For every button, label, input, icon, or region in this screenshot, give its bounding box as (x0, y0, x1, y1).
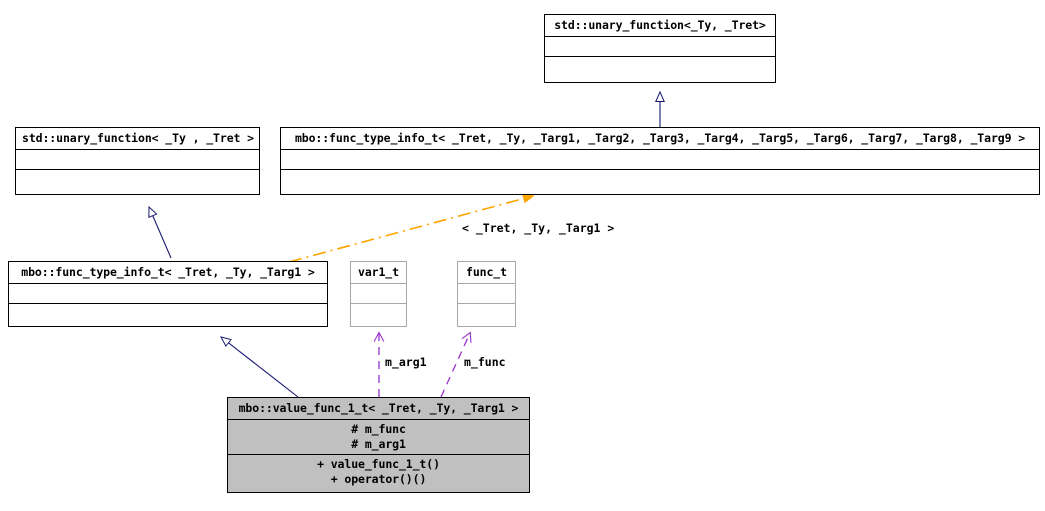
class-operations (281, 170, 1039, 190)
class-node-func-type-info-t-1[interactable]: mbo::func_type_info_t< _Tret, _Ty, _Targ… (8, 261, 328, 327)
class-title: mbo::func_type_info_t< _Tret, _Ty, _Targ… (281, 128, 1039, 150)
class-operations (16, 170, 259, 190)
class-attributes (545, 37, 775, 57)
class-node-func-type-info-t-full[interactable]: mbo::func_type_info_t< _Tret, _Ty, _Targ… (280, 127, 1040, 195)
class-operations: + value_func_1_t() + operator()() (228, 455, 529, 489)
class-title: std::unary_function<_Ty, _Tret> (545, 15, 775, 37)
class-node-std-unary-function-left[interactable]: std::unary_function< _Ty , _Tret > (15, 127, 260, 195)
class-title: mbo::func_type_info_t< _Tret, _Ty, _Targ… (9, 262, 327, 284)
edge-label-m-func: m_func (464, 355, 506, 369)
class-attributes (9, 284, 327, 304)
class-attributes (16, 150, 259, 170)
class-title: var1_t (351, 262, 406, 284)
class-node-value-func-1-t[interactable]: mbo::value_func_1_t< _Tret, _Ty, _Targ1 … (227, 397, 530, 493)
class-node-var1-t[interactable]: var1_t (350, 261, 407, 327)
class-operations (458, 304, 515, 324)
class-attributes: # m_func # m_arg1 (228, 420, 529, 455)
class-title: std::unary_function< _Ty , _Tret > (16, 128, 259, 150)
class-attribute: # m_arg1 (351, 437, 406, 451)
class-node-std-unary-function-top[interactable]: std::unary_function<_Ty, _Tret> (544, 14, 776, 83)
edge-label-m-arg1: m_arg1 (385, 355, 427, 369)
edge-inheritance-info1-to-unaryfunction-left (148, 205, 172, 259)
class-attributes (458, 284, 515, 304)
class-attributes (281, 150, 1039, 170)
class-operations (351, 304, 406, 324)
edge-label-template-binding: < _Tret, _Ty, _Targ1 > (462, 221, 615, 235)
class-attribute: # m_func (351, 422, 406, 436)
class-operations (545, 57, 775, 77)
class-title: func_t (458, 262, 515, 284)
class-operation: + operator()() (330, 472, 427, 486)
class-operations (9, 304, 327, 324)
edge-inheritance-valuefunc-to-info1 (220, 336, 299, 398)
class-title: mbo::value_func_1_t< _Tret, _Ty, _Targ1 … (228, 398, 529, 420)
class-operation: + value_func_1_t() (317, 457, 440, 471)
class-node-func-t[interactable]: func_t (457, 261, 516, 327)
class-attributes (351, 284, 406, 304)
